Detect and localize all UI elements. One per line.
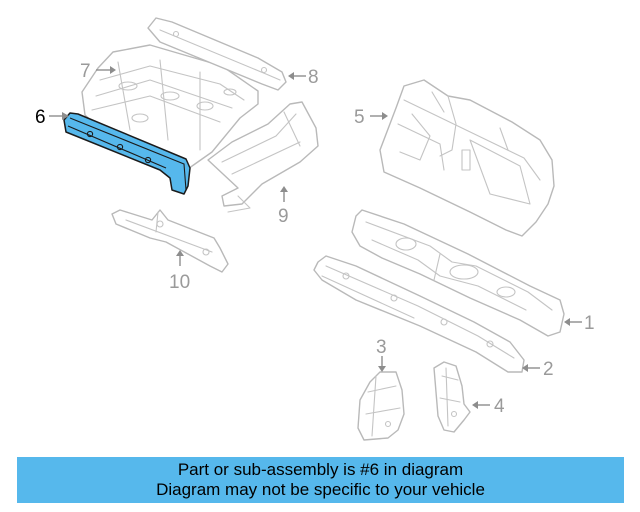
callout-5: 5 — [354, 107, 365, 128]
callout-2: 2 — [543, 359, 554, 380]
part-8-upper-rail[interactable] — [147, 17, 287, 91]
banner-line-2: Diagram may not be specific to your vehi… — [156, 480, 485, 499]
part-3-side-bracket[interactable] — [357, 371, 405, 441]
callout-labels: 7 8 6 5 9 10 1 2 3 4 — [35, 61, 595, 417]
part-6-highlighted-reinforcement[interactable] — [63, 112, 191, 195]
part-2-rear-panel-lower[interactable] — [313, 255, 525, 373]
part-9-filler-panel[interactable] — [207, 101, 319, 213]
part-5-bulkhead-panel[interactable] — [379, 79, 555, 237]
part-10-bracket[interactable] — [111, 209, 229, 273]
callout-7: 7 — [80, 61, 91, 82]
part-1-rear-panel-inner[interactable] — [351, 209, 565, 337]
callout-9: 9 — [278, 206, 289, 227]
part-4-side-bracket[interactable] — [433, 361, 471, 433]
callout-3: 3 — [376, 337, 387, 358]
banner-line-1: Part or sub-assembly is #6 in diagram — [177, 460, 464, 479]
callout-4: 4 — [494, 396, 505, 417]
callout-10: 10 — [169, 272, 190, 293]
callout-1: 1 — [584, 313, 595, 334]
callout-leaders — [49, 66, 582, 409]
callout-6: 6 — [35, 107, 46, 128]
callout-8: 8 — [308, 67, 319, 88]
part-info-banner: Part or sub-assembly is #6 in diagram Di… — [17, 457, 624, 503]
